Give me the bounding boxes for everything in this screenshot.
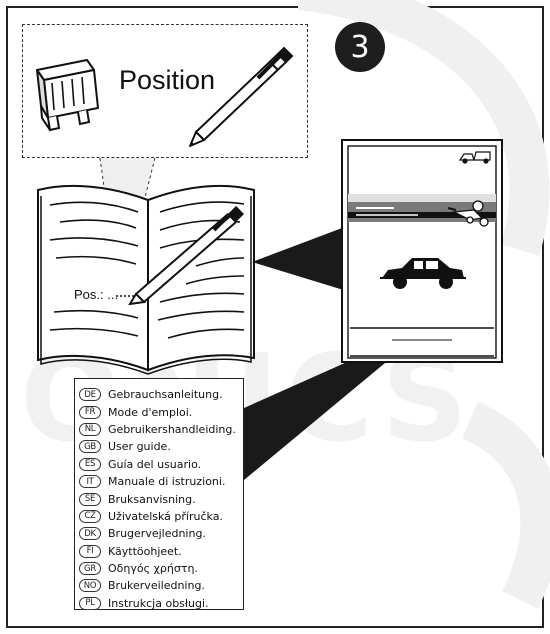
language-item: PL Instrukcja obsługi. bbox=[79, 595, 243, 612]
language-code-badge: PL bbox=[79, 597, 101, 610]
language-code-badge: NO bbox=[79, 579, 101, 592]
language-item: GR Οδηγός χρήστη. bbox=[79, 560, 243, 577]
language-code-badge: DK bbox=[79, 527, 101, 540]
language-item: SE Bruksanvisning. bbox=[79, 490, 243, 507]
language-label: Uživatelská příručka. bbox=[108, 510, 223, 523]
language-label: Brugervejledning. bbox=[108, 527, 206, 540]
language-label: Bruksanvisning. bbox=[108, 493, 196, 506]
language-item: ES Guía del usuario. bbox=[79, 456, 243, 473]
language-label: Instrukcja obsługi. bbox=[108, 597, 209, 610]
manual-position-label: Pos.: ... bbox=[74, 287, 118, 302]
language-code-badge: FI bbox=[79, 545, 101, 558]
language-code-badge: IT bbox=[79, 475, 101, 488]
language-code-badge: GR bbox=[79, 562, 101, 575]
language-code-badge: ES bbox=[79, 458, 101, 471]
language-item: IT Manuale di istruzioni. bbox=[79, 473, 243, 490]
callout-position-label: Position bbox=[119, 65, 215, 96]
language-code-badge: CZ bbox=[79, 510, 101, 523]
language-code-badge: SE bbox=[79, 493, 101, 506]
language-label: Käyttöohjeet. bbox=[108, 545, 182, 558]
language-item: FI Käyttöohjeet. bbox=[79, 543, 243, 560]
language-item: NO Brukerveiledning. bbox=[79, 577, 243, 594]
open-manual bbox=[38, 186, 254, 374]
language-label: Mode d'emploi. bbox=[108, 406, 192, 419]
language-item: FR Mode d'emploi. bbox=[79, 403, 243, 420]
language-list: DE Gebrauchsanleitung. FR Mode d'emploi. N… bbox=[74, 378, 244, 610]
language-label: User guide. bbox=[108, 440, 171, 453]
language-code-badge: DE bbox=[79, 388, 101, 401]
language-code-badge: GB bbox=[79, 440, 101, 453]
pointer-wedge-upper bbox=[252, 225, 350, 292]
language-item: CZ Uživatelská příručka. bbox=[79, 508, 243, 525]
language-label: Guía del usuario. bbox=[108, 458, 201, 471]
language-label: Gebruikershandleiding. bbox=[108, 423, 236, 436]
language-code-badge: NL bbox=[79, 423, 101, 436]
position-callout: Position bbox=[22, 24, 308, 158]
language-label: Οδηγός χρήστη. bbox=[108, 562, 198, 575]
step-number-badge: 3 bbox=[335, 22, 385, 72]
manual-cover bbox=[342, 140, 502, 362]
language-code-badge: FR bbox=[79, 406, 101, 419]
language-label: Gebrauchsanleitung. bbox=[108, 388, 223, 401]
language-item: DK Brugervejledning. bbox=[79, 525, 243, 542]
language-label: Brukerveiledning. bbox=[108, 579, 205, 592]
language-item: DE Gebrauchsanleitung. bbox=[79, 386, 243, 403]
language-item: GB User guide. bbox=[79, 438, 243, 455]
language-item: NL Gebruikershandleiding. bbox=[79, 421, 243, 438]
language-label: Manuale di istruzioni. bbox=[108, 475, 225, 488]
